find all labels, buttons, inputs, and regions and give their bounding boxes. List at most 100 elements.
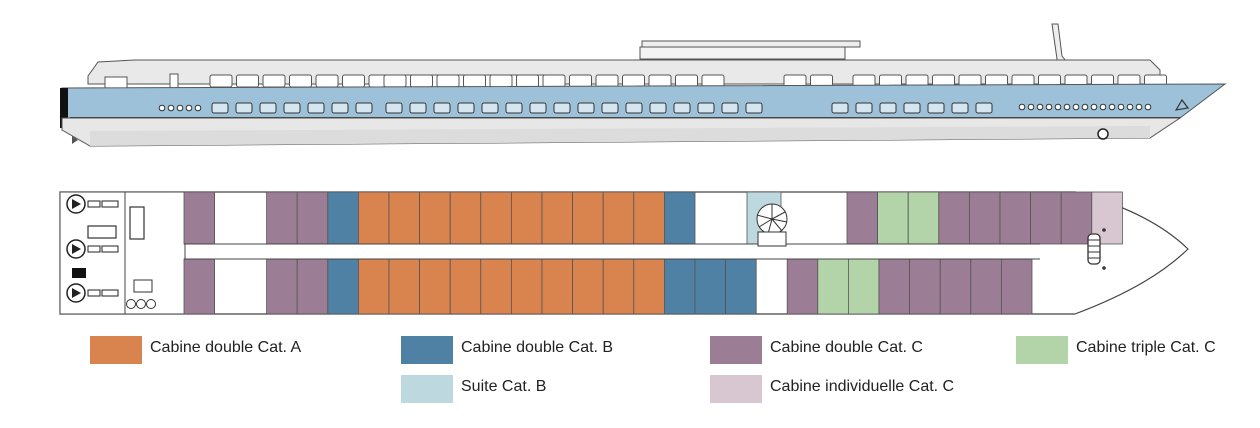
engine-coupling [87, 200, 101, 208]
cabin-cat-c-double [786, 258, 819, 315]
propeller-icon [72, 136, 78, 144]
hull-window [625, 102, 643, 114]
legend-swatch [1016, 336, 1068, 364]
cabin-cat-c-double [909, 258, 941, 315]
cabin-cat-c-double [296, 258, 329, 315]
upper-window [675, 74, 698, 88]
upper-window [209, 74, 233, 88]
cabin-cat-b-double [664, 191, 696, 245]
porthole [1072, 103, 1080, 111]
cabin-cat-c-double [266, 258, 298, 315]
hull-window [307, 102, 325, 114]
upper-window [236, 74, 259, 88]
service-box [87, 225, 117, 239]
upper-window [436, 74, 460, 88]
cabin-cat-c-double [1001, 258, 1033, 315]
hull-window [601, 102, 619, 114]
porthole [1099, 103, 1107, 111]
spiral-staircase-icon [756, 203, 788, 247]
hull-window [529, 102, 547, 114]
upper-window [315, 74, 339, 88]
hull-window [927, 102, 945, 114]
hull-window [409, 102, 427, 114]
engine-arrow-icon [72, 199, 81, 209]
cabin-triple-cat-c [877, 191, 909, 245]
upper-window [701, 74, 725, 88]
drain-icon [146, 299, 156, 309]
upper-window [489, 74, 513, 88]
engine-shaft [101, 289, 119, 297]
cabin-cat-a-double [541, 258, 574, 315]
legend-swatch [710, 336, 762, 364]
ladder-icon [129, 206, 145, 240]
engine-arrow-icon [72, 244, 81, 254]
engine-arrow-icon [72, 288, 81, 298]
legend-label: Cabine double Cat. A [150, 339, 302, 356]
drain-icon [136, 299, 146, 309]
upper-window [648, 74, 672, 88]
porthole [176, 104, 184, 112]
porthole [1126, 103, 1134, 111]
engine-symbols [66, 194, 119, 303]
porthole [1018, 103, 1026, 111]
porthole [1036, 103, 1044, 111]
cabin-cat-a-double [388, 191, 421, 245]
hull-window [211, 102, 229, 114]
hull-window [903, 102, 921, 114]
hull-window [697, 102, 715, 114]
porthole [1090, 103, 1098, 111]
upper-window [342, 74, 365, 88]
cabin-cat-c-double [878, 258, 911, 315]
upper-window [595, 74, 619, 88]
cabin-cat-c-double [183, 191, 216, 245]
legend-label: Cabine triple Cat. C [1076, 339, 1216, 356]
cabin-cat-a-double [633, 258, 665, 315]
upper-window [542, 74, 566, 88]
engine-coupling [87, 245, 101, 253]
hull-window [385, 102, 403, 114]
upper-window [383, 74, 407, 88]
hull-window [433, 102, 451, 114]
cabin-cat-a-double [602, 258, 635, 315]
cabin-cat-b-double [327, 191, 359, 245]
hull-window [975, 102, 993, 114]
cabin-cat-a-double [357, 258, 390, 315]
drain-icon [126, 299, 136, 309]
hull-window [855, 102, 873, 114]
cabin-cat-a-double [449, 258, 482, 315]
cabin-cat-c-double [939, 258, 972, 315]
cabin-cat-a-double [572, 191, 604, 245]
legend-label: Cabine double Cat. C [770, 339, 923, 356]
legend-swatch [401, 375, 453, 403]
cabin-cat-b-double [694, 258, 727, 315]
hull-window [259, 102, 277, 114]
legend-swatch [710, 375, 762, 403]
cabin-cat-a-double [572, 258, 604, 315]
cabin-cat-b-double [725, 258, 757, 315]
cabin-cat-b-double [664, 258, 696, 315]
cabin-cat-c-double [296, 191, 329, 245]
hull-shading [90, 126, 1150, 146]
legend-label: Suite Cat. B [461, 378, 547, 395]
cabin-cat-a-double [510, 191, 543, 245]
anchor-icon [1097, 128, 1109, 140]
cabin-triple-cat-c [907, 191, 940, 245]
hull-window [721, 102, 739, 114]
service-box-small [133, 279, 153, 293]
upper-window [622, 74, 645, 88]
porthole [1135, 103, 1143, 111]
porthole [1117, 103, 1125, 111]
cabin-cat-b-double [327, 258, 359, 315]
cabin-cat-a-double [480, 191, 512, 245]
porthole [158, 104, 166, 112]
engine-coupling [87, 289, 101, 297]
hull-window [831, 102, 849, 114]
porthole [1144, 103, 1152, 111]
bow-winch-icon [1087, 228, 1106, 270]
porthole [185, 104, 193, 112]
cabin-cat-a-double [357, 191, 390, 245]
cabin-cat-a-double [541, 191, 574, 245]
bow-logo-icon [1174, 98, 1190, 111]
upper-window [463, 74, 486, 88]
porthole [167, 104, 175, 112]
